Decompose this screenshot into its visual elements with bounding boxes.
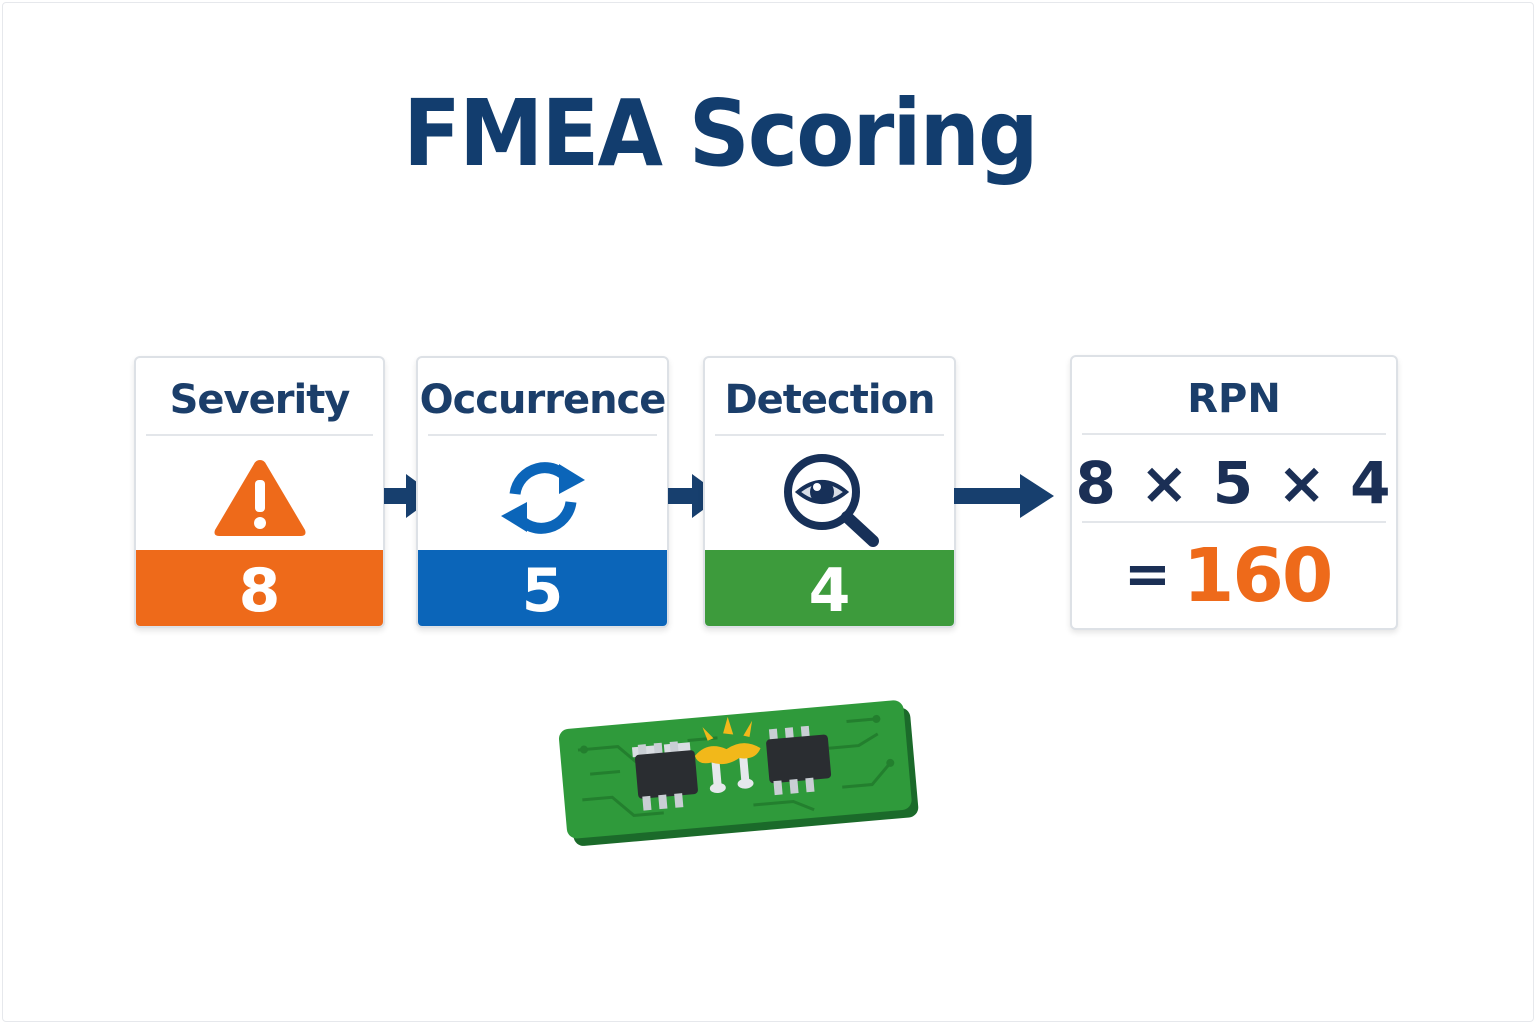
rpn-card: RPN 8 × 5 × 4 =160: [1070, 355, 1398, 630]
detection-label: Detection: [724, 377, 935, 423]
page-title: FMEA Scoring: [403, 80, 1038, 187]
severity-divider: [146, 434, 373, 436]
detection-score: 4: [705, 550, 954, 626]
rpn-label: RPN: [1187, 376, 1281, 422]
rpn-result: =160: [1124, 533, 1333, 619]
occurrence-score: 5: [418, 550, 667, 626]
rpn-formula: 8 × 5 × 4: [1075, 449, 1393, 517]
magnifier-eye-icon: [705, 442, 954, 554]
warning-triangle-icon: [136, 442, 383, 554]
occurrence-card: Occurrence 5: [416, 356, 669, 628]
severity-card: Severity 8: [134, 356, 385, 628]
arrow-right-icon: [954, 474, 1054, 518]
detection-card: Detection 4: [703, 356, 956, 628]
occurrence-divider: [428, 434, 657, 436]
refresh-cycle-icon: [418, 442, 667, 554]
rpn-equals-sign: =: [1124, 542, 1171, 607]
rpn-divider-bottom: [1082, 521, 1386, 523]
detection-divider: [715, 434, 944, 436]
severity-label: Severity: [169, 377, 351, 423]
rpn-value: 160: [1182, 533, 1333, 619]
severity-score: 8: [136, 550, 383, 626]
occurrence-label: Occurrence: [419, 377, 667, 423]
rpn-divider-top: [1082, 433, 1386, 435]
circuit-board-solder-defect-icon: [558, 700, 919, 846]
